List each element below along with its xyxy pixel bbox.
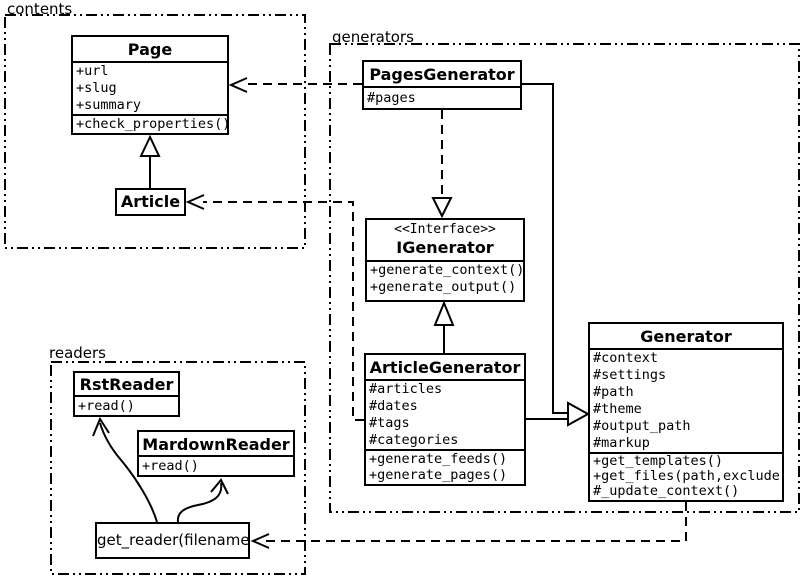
- class-method: +generate_feeds(): [369, 451, 508, 467]
- class-method: +get_templates(): [593, 453, 724, 469]
- class-pagesgenerator: PagesGenerator #pages: [362, 60, 522, 110]
- class-igenerator-title: IGenerator: [396, 238, 494, 257]
- dependency-generator-to-getreader: [250, 502, 687, 549]
- class-attribute: +summary: [76, 97, 142, 113]
- class-method: +generate_output(): [370, 279, 517, 295]
- class-articlegenerator: ArticleGenerator #articles #dates #tags …: [364, 353, 526, 486]
- class-attribute: #markup: [593, 435, 650, 451]
- class-page-title: Page: [127, 40, 173, 59]
- package-generators-label: generators: [332, 28, 414, 46]
- class-method: +get_files(path,exclude): [593, 468, 784, 484]
- class-attribute: #articles: [369, 381, 443, 397]
- class-method: +check_properties(): [76, 116, 229, 132]
- class-mardownreader-methods: +read(): [139, 455, 293, 475]
- package-readers-border: [50, 361, 306, 575]
- class-generator-title: Generator: [640, 327, 732, 346]
- class-articlegenerator-title: ArticleGenerator: [369, 358, 521, 377]
- class-page-attrs: +url +slug +summary: [73, 61, 227, 114]
- inheritance-article-to-page: [139, 134, 161, 188]
- class-pagesgenerator-attrs: #pages: [364, 86, 520, 108]
- realization-pagesgenerator-to-igenerator: [431, 110, 453, 219]
- class-method: +read(): [142, 458, 199, 474]
- inheritance-articlegenerator-to-igenerator: [433, 300, 455, 353]
- dependency-pagesgenerator-to-page: [228, 77, 362, 93]
- class-attribute: #theme: [593, 401, 642, 417]
- association-getreader-to-rstreader: [92, 416, 158, 523]
- class-generator-methods: +get_templates() +get_files(path,exclude…: [590, 452, 782, 499]
- class-page: Page +url +slug +summary +check_properti…: [71, 35, 229, 135]
- class-articlegenerator-methods: +generate_feeds() +generate_pages(): [366, 449, 524, 483]
- class-attribute: #tags: [369, 415, 410, 431]
- function-get-reader: get_reader(filename): [95, 522, 250, 559]
- class-igenerator: <<Interface>> IGenerator +generate_conte…: [365, 218, 525, 302]
- class-articlegenerator-attrs: #articles #dates #tags #categories: [366, 379, 524, 449]
- class-igenerator-stereotype: <<Interface>>: [394, 222, 496, 237]
- class-method: +read(): [78, 398, 135, 414]
- class-igenerator-methods: +generate_context() +generate_output(): [367, 260, 523, 296]
- class-mardownreader: MardownReader +read(): [137, 430, 295, 477]
- class-article: Article: [115, 188, 186, 216]
- class-attribute: #categories: [369, 432, 459, 448]
- class-method: +generate_pages(): [369, 467, 508, 483]
- package-generators-border: [329, 43, 800, 513]
- class-generator-attrs: #context #settings #path #theme #output_…: [590, 348, 782, 452]
- class-attribute: #dates: [369, 398, 418, 414]
- class-attribute: #pages: [367, 90, 416, 106]
- package-contents-border: [4, 14, 306, 249]
- class-rstreader-title: RstReader: [79, 375, 174, 394]
- class-attribute: #settings: [593, 367, 667, 383]
- class-generator: Generator #context #settings #path #them…: [588, 322, 784, 502]
- class-attribute: #path: [593, 384, 634, 400]
- dependency-articlegenerator-to-article: [185, 194, 364, 421]
- class-article-title: Article: [120, 192, 181, 211]
- class-page-methods: +check_properties(): [73, 114, 227, 133]
- class-method: +generate_context(): [370, 262, 525, 278]
- package-readers-label: readers: [49, 344, 106, 362]
- class-pagesgenerator-title: PagesGenerator: [369, 65, 515, 84]
- class-mardownreader-title: MardownReader: [142, 435, 290, 454]
- class-method: #_update_context(): [593, 483, 740, 499]
- class-attribute: #context: [593, 350, 659, 366]
- class-rstreader-methods: +read(): [75, 395, 178, 415]
- class-attribute: #output_path: [593, 418, 691, 434]
- class-attribute: +slug: [76, 80, 117, 96]
- class-rstreader: RstReader +read(): [73, 371, 180, 417]
- inheritance-generators-to-generator: [522, 83, 591, 427]
- association-getreader-to-mardownreader: [176, 478, 229, 523]
- class-attribute: +url: [76, 63, 109, 79]
- package-contents-label: contents: [7, 0, 73, 18]
